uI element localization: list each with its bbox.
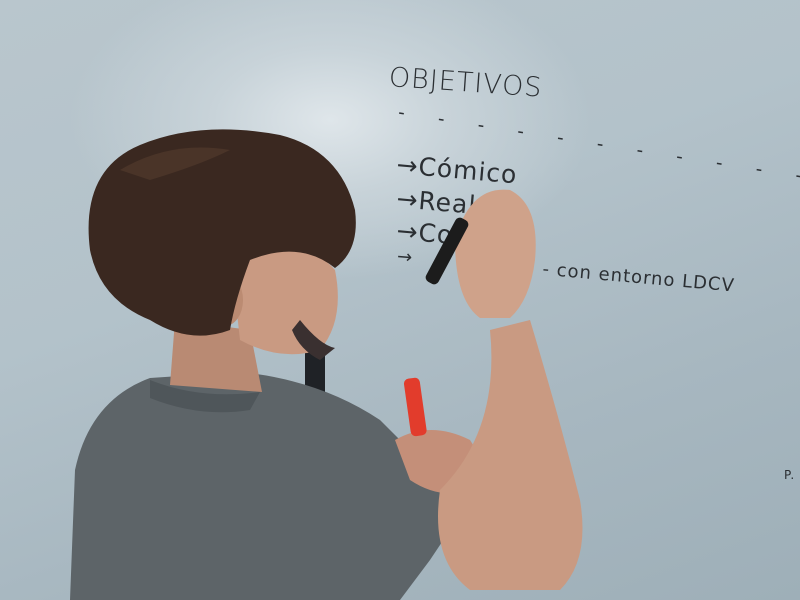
shirt <box>70 372 470 600</box>
hair <box>88 129 356 336</box>
beard <box>292 320 335 360</box>
right-arm <box>438 320 583 590</box>
hair-highlight <box>120 147 230 180</box>
right-hand <box>455 189 536 318</box>
neck <box>170 320 262 392</box>
black-marker <box>425 217 469 285</box>
corner-mark: P. <box>784 468 796 482</box>
shirt-collar <box>150 380 260 413</box>
face <box>230 243 338 355</box>
red-marker <box>403 377 427 437</box>
